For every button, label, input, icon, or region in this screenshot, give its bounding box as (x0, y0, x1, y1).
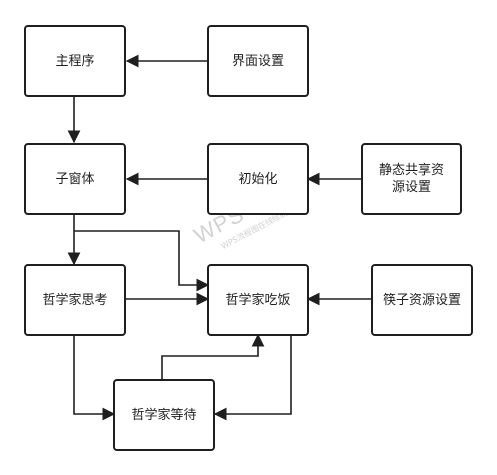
node-sub-window[interactable]: 子窗体 (24, 143, 126, 215)
node-label: 界面设置 (231, 53, 284, 69)
node-ui-settings[interactable]: 界面设置 (207, 25, 309, 97)
node-static-shared-resources[interactable]: 静态共享资源设置 (361, 143, 462, 215)
node-label: 初始化 (238, 171, 278, 187)
node-label: 哲学家思考 (42, 292, 108, 308)
node-philosopher-waiting[interactable]: 哲学家等待 (113, 379, 215, 451)
edge-thinking-to-waiting (73, 335, 116, 421)
node-label: 子窗体 (55, 171, 95, 187)
node-philosopher-eating[interactable]: 哲学家吃饭 (207, 264, 309, 336)
edge-eating-to-waiting (213, 335, 292, 421)
node-main-program[interactable]: 主程序 (24, 25, 126, 97)
node-label: 哲学家吃饭 (225, 292, 291, 308)
node-philosopher-thinking[interactable]: 哲学家思考 (24, 264, 126, 336)
node-initialize[interactable]: 初始化 (207, 143, 309, 215)
edge-subwindow-to-eating (74, 230, 210, 292)
node-label: 主程序 (55, 53, 95, 69)
node-label: 静态共享资源设置 (378, 163, 444, 195)
edge-waiting-to-eating (161, 333, 265, 380)
node-chopstick-resources[interactable]: 筷子资源设置 (371, 264, 473, 336)
node-label: 筷子资源设置 (382, 292, 461, 308)
node-label: 哲学家等待 (131, 407, 197, 423)
